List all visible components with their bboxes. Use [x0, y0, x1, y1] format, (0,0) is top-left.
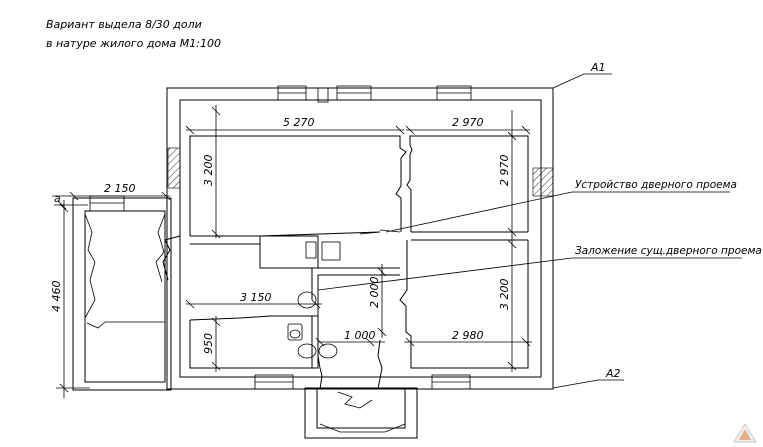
drawing-title-line1: Вариант выдела 8/30 доли	[46, 18, 202, 31]
dimension-lines	[52, 105, 532, 398]
partitions	[84, 135, 529, 433]
left-annex-outer	[72, 197, 172, 391]
drawing-title-line2: в натуре жилого дома М1:100	[46, 37, 221, 50]
room1-walls	[189, 135, 407, 236]
washbasin-2	[318, 343, 338, 359]
hatched-wall-right	[532, 167, 554, 197]
windows	[89, 85, 472, 390]
dim-room4-height: 3 200	[498, 279, 511, 311]
dim-room2-width: 2 970	[452, 116, 484, 129]
outer-walls	[72, 87, 554, 439]
entry-wall-left	[317, 355, 323, 390]
porch-inner	[316, 387, 406, 429]
leader-lines	[317, 73, 742, 389]
stove	[305, 241, 317, 259]
dim-left-total-height: 4 460	[50, 281, 63, 313]
dim-room1-height: 3 200	[202, 155, 215, 187]
porch-inner-arc	[319, 423, 406, 433]
entry-wall-right	[377, 339, 383, 390]
dim-room4-width: 2 980	[452, 329, 484, 342]
room4-walls	[399, 240, 529, 369]
dim-left-ext-width: 2 150	[104, 182, 136, 195]
toilet	[287, 323, 303, 341]
dim-small-width: 1 000	[344, 329, 376, 342]
sink-counter	[321, 241, 341, 261]
dim-bath-height: 950	[202, 333, 215, 354]
dim-room2-height: 2 970	[498, 155, 511, 187]
dim-corridor-height: 2 000	[368, 277, 381, 309]
dim-corridor-width: 3 150	[240, 291, 272, 304]
axis-label-a1: А1	[590, 61, 606, 74]
left-annex-inner	[84, 210, 166, 383]
annex-partition	[86, 321, 165, 329]
callout-new-doorway: Устройство дверного проема	[575, 179, 737, 191]
sink-bowl	[297, 291, 317, 309]
hatched-wall-left	[167, 147, 181, 189]
axis-label-a2: А2	[605, 367, 621, 380]
callout-closed-doorway: Заложение сущ.дверного проема	[575, 245, 762, 257]
annex-break-line-right	[155, 213, 166, 283]
porch-outer	[304, 387, 418, 439]
outer-wall-outline	[166, 87, 554, 390]
left-partition	[162, 235, 181, 281]
annex-break-line	[84, 213, 96, 319]
hatched-walls	[167, 147, 554, 197]
dim-room1-width: 5 270	[283, 116, 315, 129]
washbasin	[297, 343, 317, 359]
room2-walls	[406, 135, 529, 232]
axis-label-a: а	[54, 192, 61, 205]
site-logo	[733, 423, 757, 443]
vent-shaft	[317, 87, 329, 103]
porch-break-line	[337, 391, 373, 409]
dimension-labels: 5 270 2 970 2 150 3 150 1 000 2 980 3 20…	[50, 116, 511, 354]
kitchen-block	[259, 235, 319, 269]
